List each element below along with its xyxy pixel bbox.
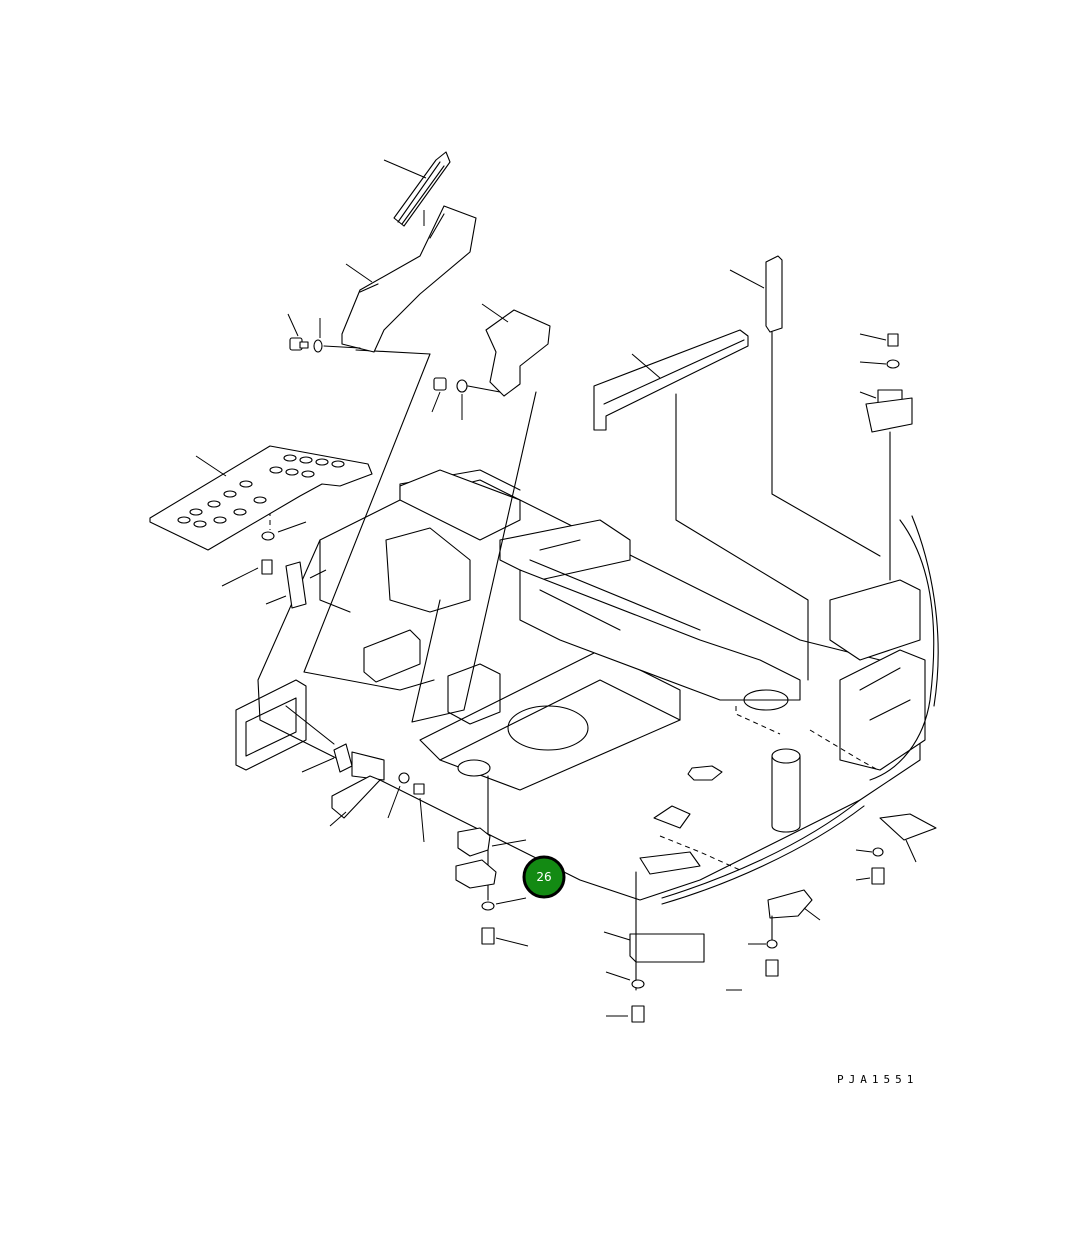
callout-26[interactable]: 26 <box>522 855 566 899</box>
callout-26-label: 26 <box>536 870 551 884</box>
revolving-frame <box>235 466 939 905</box>
drawing-code: PJA1551 <box>837 1073 919 1086</box>
damper-mount <box>859 333 913 581</box>
seal-strips <box>593 255 881 681</box>
cover-plates-lower-right <box>603 805 937 1023</box>
fasteners-left-upper <box>287 313 501 420</box>
duct-part-upper <box>341 151 551 397</box>
cover-plates-lower <box>455 759 529 947</box>
perforated-plate <box>149 445 373 609</box>
lamp-bracket <box>285 705 425 843</box>
left-cover-panel <box>303 349 537 723</box>
